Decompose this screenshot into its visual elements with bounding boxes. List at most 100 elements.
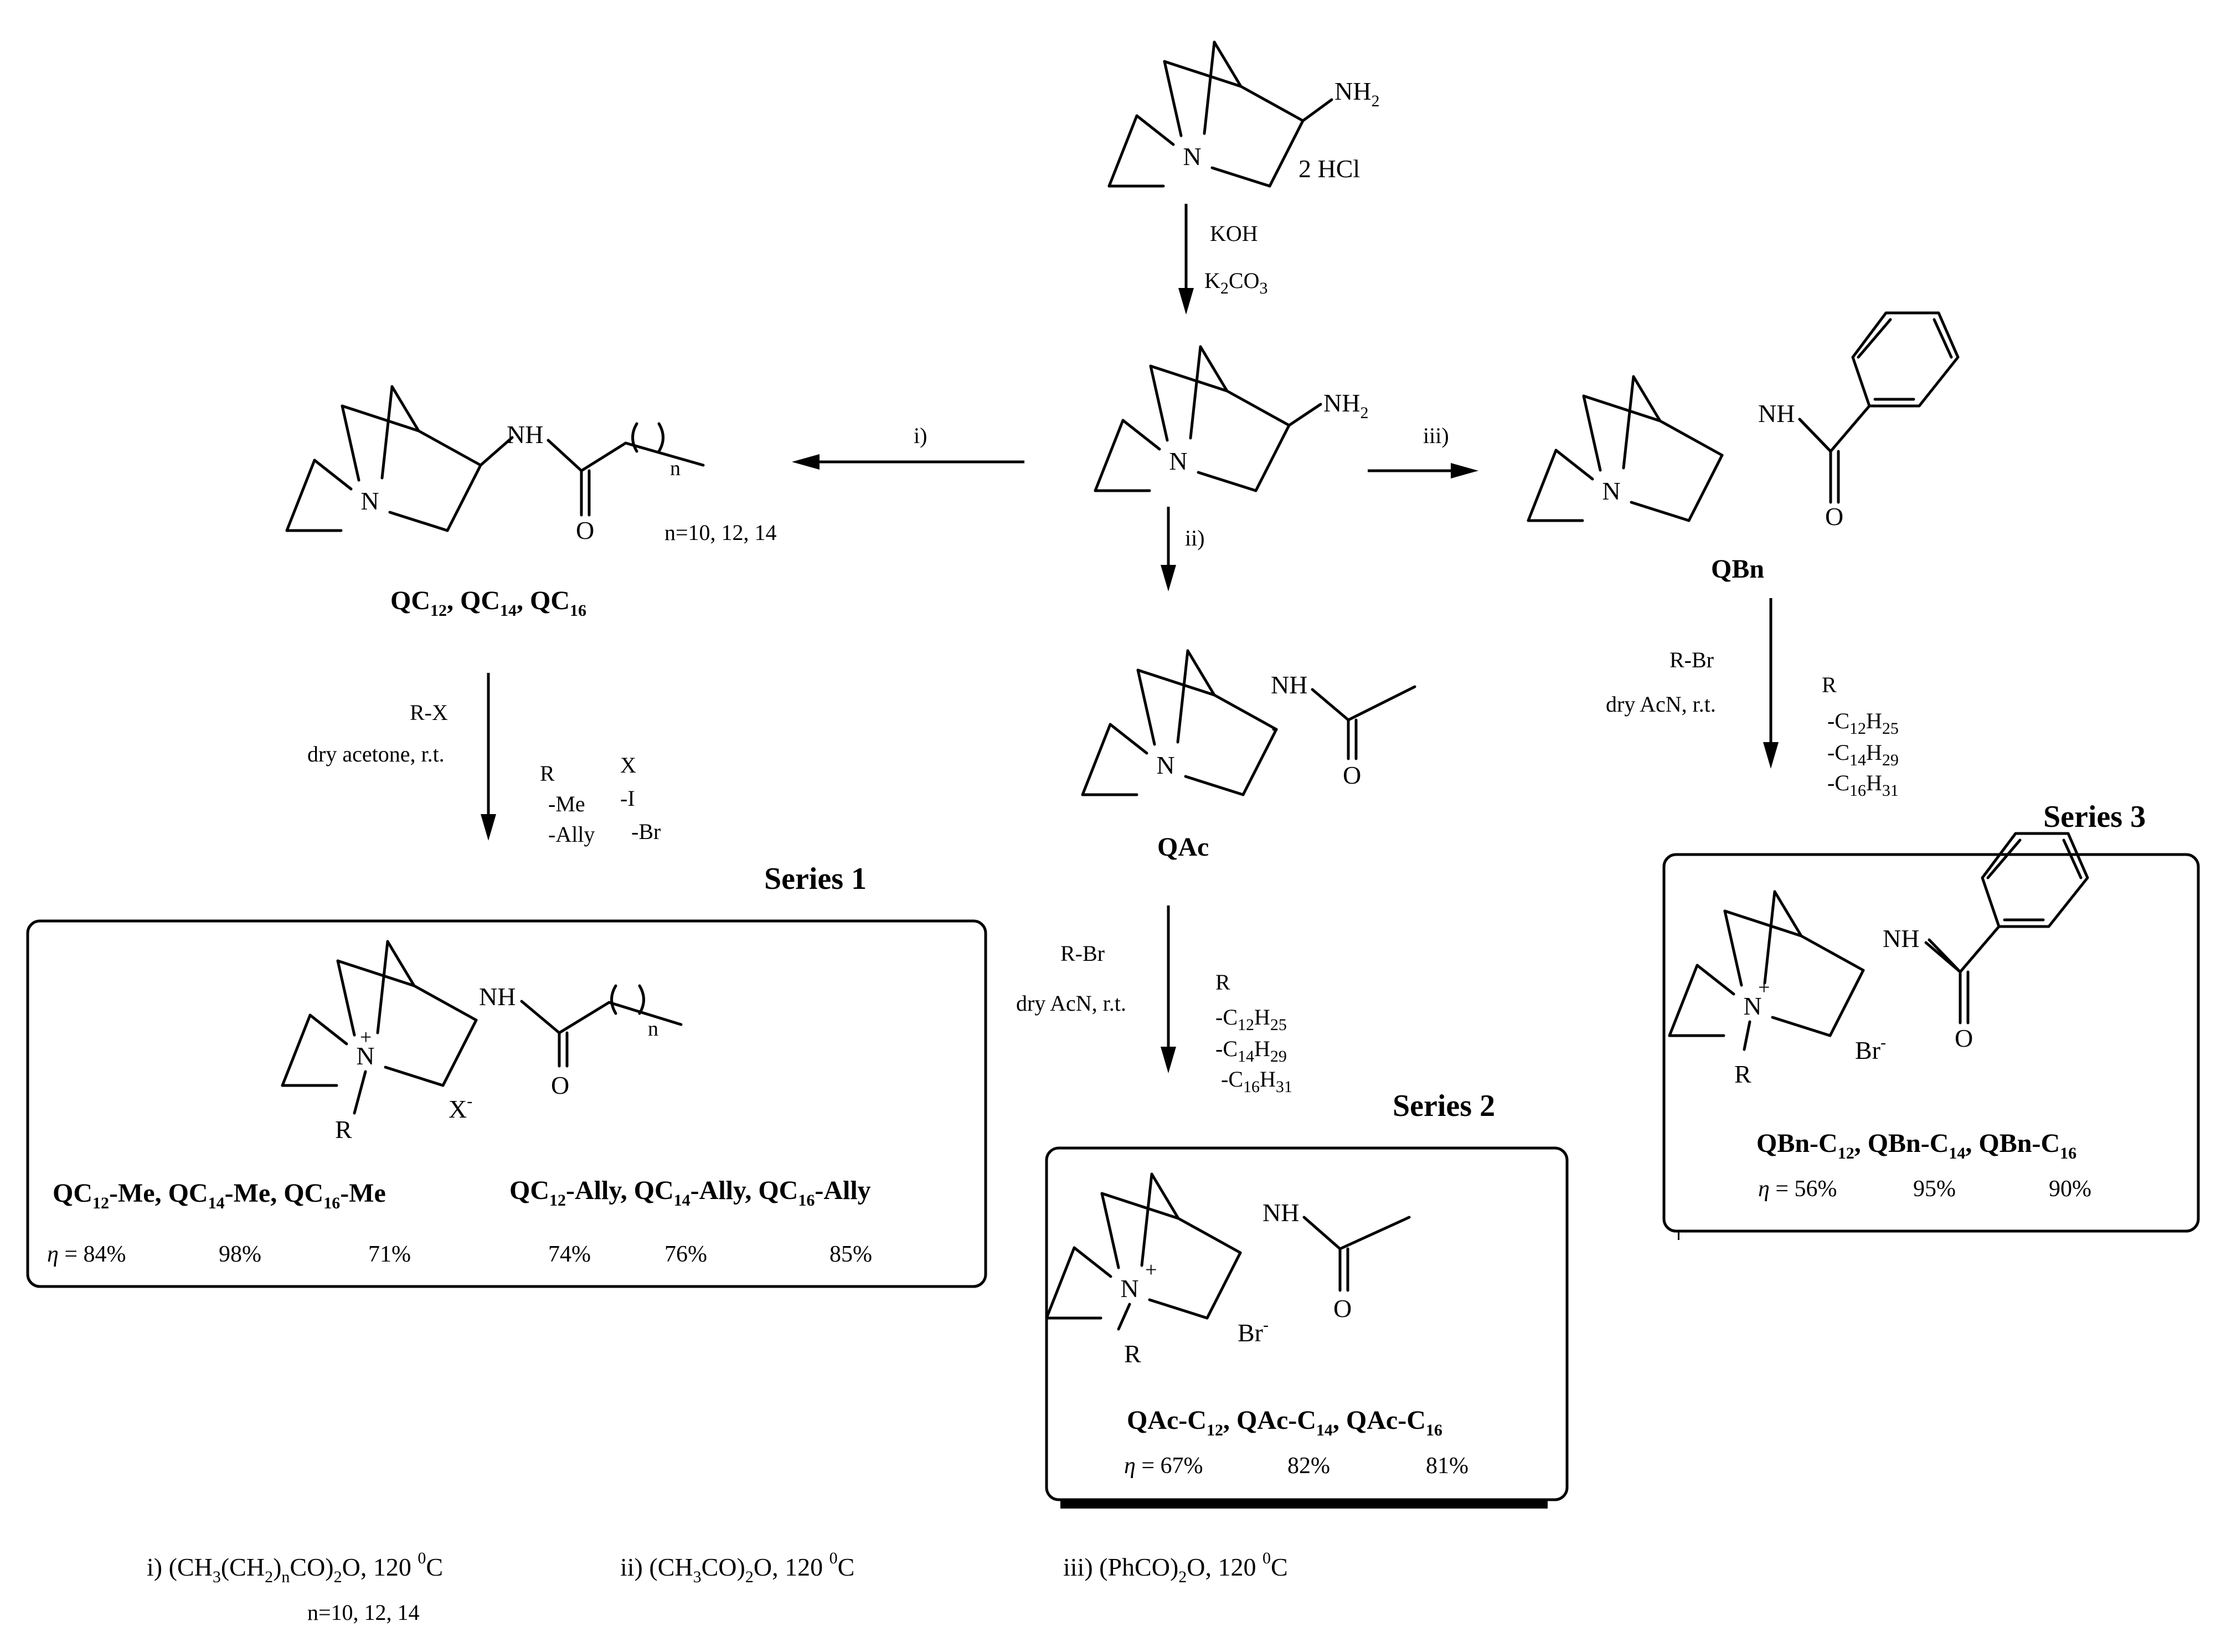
series1-yield: 76% (664, 1242, 707, 1267)
text-label: N (1156, 751, 1174, 779)
arrow-i-label: i) (914, 423, 927, 448)
text-label: -Me (548, 791, 585, 816)
series2-box (1045, 1146, 1569, 1501)
text-label: NH (1262, 1198, 1299, 1227)
text-segment: -C (1827, 740, 1849, 765)
text-label: O (1955, 1024, 1973, 1052)
anion-br: Br (1238, 1319, 1263, 1347)
text-segment: H (1866, 740, 1882, 765)
series1-yield: 74% (548, 1242, 591, 1267)
text-segment: QBn-C (1756, 1129, 1838, 1158)
text-segment: -Me, QC (109, 1178, 208, 1208)
text-segment: -C (1827, 708, 1849, 733)
qbn-reagent: R-Br (1669, 647, 1714, 672)
qc-conditions: dry acetone, r.t. (307, 742, 445, 766)
qbn-amide: N NH O QBn (1528, 313, 1958, 584)
text-segment: iii) (PhCO) (1063, 1553, 1178, 1581)
text-segment: O, 120 (754, 1553, 829, 1581)
text-segment: 0 (418, 1549, 426, 1567)
text-label: Br- (1855, 1033, 1886, 1064)
text-label: -C12H25 (1827, 708, 1899, 738)
text-segment: C (838, 1553, 855, 1581)
text-label: N (1743, 992, 1761, 1020)
text-label: X (620, 753, 636, 778)
text-segment: 2 (1220, 279, 1229, 297)
text-segment: , QAc-C (1333, 1406, 1426, 1435)
text-segment: QC (390, 586, 430, 615)
text-segment: QC (509, 1176, 549, 1205)
text-segment: 16 (323, 1194, 340, 1212)
text-segment: 16 (1849, 781, 1866, 800)
text-segment: , QBn-C (1965, 1129, 2060, 1158)
series3-yield: 95% (1913, 1176, 1956, 1202)
text-segment: CO) (702, 1553, 745, 1581)
text-segment: QAc-C (1127, 1406, 1207, 1435)
text-label: R (1734, 1060, 1751, 1088)
text-label: X- (449, 1092, 472, 1123)
text-segment: -C (1215, 1036, 1238, 1061)
series2-label: QAc-C12, QAc-C14, QAc-C16 (1127, 1406, 1442, 1439)
text-segment: -C (1827, 770, 1849, 795)
text-segment: ) (273, 1553, 281, 1581)
text-segment: = 56% (1770, 1176, 1837, 1202)
text-segment: 14 (1849, 751, 1866, 769)
text-segment: i) (CH (147, 1553, 213, 1581)
text-label: + (360, 1026, 372, 1049)
series1-ally-label: QC12-Ally, QC14-Ally, QC16-Ally (509, 1176, 871, 1210)
series3-product: N + R NH O Br- (1669, 833, 2088, 1088)
text-segment: 14 (500, 601, 517, 620)
qc-label: QC12, QC14, QC16 (390, 586, 586, 620)
text-label: R (335, 1115, 352, 1144)
footnote-i-n: n=10, 12, 14 (307, 1600, 420, 1625)
text-segment: , QC (447, 586, 500, 615)
series3-label: QBn-C12, QBn-C14, QBn-C16 (1756, 1129, 2076, 1162)
reagent-k2co3: K2CO3 (1204, 268, 1267, 297)
text-segment: -C (1221, 1067, 1243, 1092)
text-segment: 16 (798, 1191, 815, 1210)
text-label: O (576, 516, 594, 544)
text-segment: -Me, QC (225, 1178, 324, 1208)
series3-box (1662, 853, 2200, 1233)
text-segment: η (1758, 1176, 1770, 1202)
text-label: R (1822, 672, 1837, 697)
text-label: NH (1271, 671, 1307, 699)
footnote-ii: ii) (CH3CO)2O, 120 0C (620, 1549, 854, 1586)
arrow-iii-label: iii) (1423, 423, 1449, 448)
reagent-koh: KOH (1210, 221, 1258, 246)
series2-yield: 82% (1287, 1453, 1330, 1479)
arrow-iii: iii) (1368, 423, 1478, 478)
series3-box-shadow (1678, 1227, 1679, 1240)
qac-conditions: dry AcN, r.t. (1016, 991, 1126, 1016)
text-segment: 0 (829, 1549, 838, 1567)
text-label: -C14H29 (1215, 1036, 1287, 1066)
qc-reagent: R-X (410, 700, 448, 725)
arrow-to-series2: R-Br dry AcN, r.t. R -C12H25 -C14H29 -C1… (1016, 905, 1292, 1096)
text-segment: NH (1334, 77, 1371, 105)
text-segment: 31 (1276, 1078, 1292, 1096)
text-segment: 0 (1262, 1549, 1271, 1567)
text-segment: 12 (1838, 1144, 1854, 1162)
text-segment: n (281, 1568, 290, 1586)
text-label: R (1124, 1340, 1141, 1368)
qac-label: QAc (1157, 832, 1209, 862)
text-segment: 25 (1882, 719, 1899, 738)
text-label: + (1145, 1258, 1157, 1282)
qac-reagent: R-Br (1060, 941, 1105, 966)
series1-title: Series 1 (764, 862, 867, 896)
qc-amide: N NH O n n=10, 12, 14 QC12, QC14, QC16 (287, 387, 777, 620)
text-label: -I (620, 786, 635, 811)
text-label: N (1602, 477, 1620, 505)
text-segment: , QBn-C (1854, 1129, 1949, 1158)
footnote-iii: iii) (PhCO)2O, 120 0C (1063, 1549, 1288, 1586)
arrow-ii-label: ii) (1185, 526, 1205, 550)
text-segment: , QC (517, 586, 570, 615)
text-label: -C12H25 (1215, 1005, 1287, 1034)
text-segment: -Ally (815, 1176, 870, 1205)
series2-product: N + R NH O Br- (1047, 1174, 1411, 1368)
salt-label: 2 HCl (1298, 155, 1360, 183)
text-label: NH (479, 982, 516, 1011)
text-label: -C16H31 (1221, 1067, 1292, 1096)
text-segment: -Ally, QC (690, 1176, 798, 1205)
text-label: NH (507, 420, 543, 449)
